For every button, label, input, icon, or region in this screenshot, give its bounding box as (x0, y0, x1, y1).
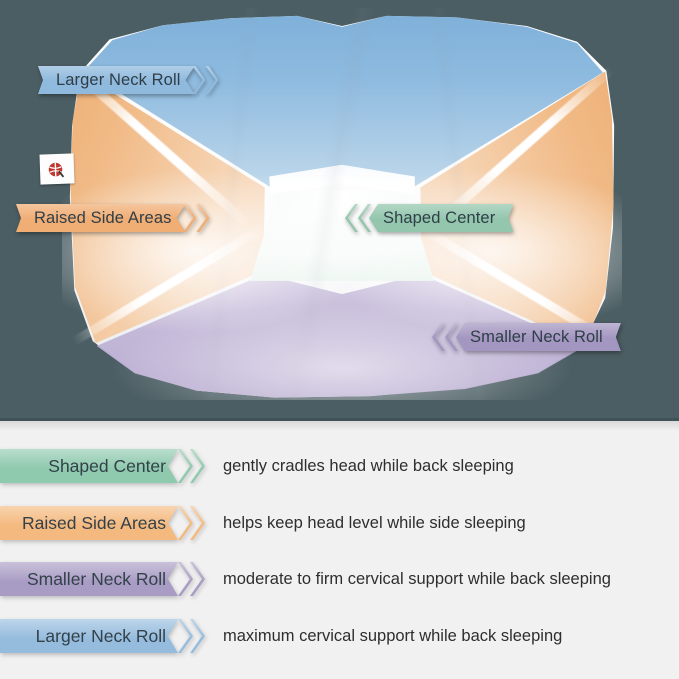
legend-row-shaped-center[interactable]: Shaped Center gently cradles head while … (0, 449, 514, 483)
chevron-left-icon (432, 323, 458, 351)
callout-larger-neck-roll-label: Larger Neck Roll (38, 66, 194, 94)
legend-description-larger-neck-roll: maximum cervical support while back slee… (223, 626, 563, 645)
legend-chip-raised-side-areas-label: Raised Side Areas (0, 506, 178, 540)
callout-raised-side-areas[interactable]: Raised Side Areas (16, 204, 210, 232)
chevron-right-icon (178, 506, 193, 540)
legend-description-raised-side-areas: helps keep head level while side sleepin… (223, 513, 526, 532)
legend-chip-larger-neck-roll-label: Larger Neck Roll (0, 619, 178, 653)
brand-tag (39, 153, 75, 185)
chevron-right-icon (178, 449, 193, 483)
legend-row-smaller-neck-roll[interactable]: Smaller Neck Roll moderate to firm cervi… (0, 562, 611, 596)
legend-chip-raised-side-areas: Raised Side Areas (0, 506, 205, 540)
pillow-photo-panel: Larger Neck Roll Raised Side Areas Shape… (0, 0, 679, 421)
chevron-right-icon (192, 66, 219, 94)
legend-row-larger-neck-roll[interactable]: Larger Neck Roll maximum cervical suppor… (0, 619, 562, 653)
legend-description-shaped-center: gently cradles head while back sleeping (223, 456, 514, 475)
callout-smaller-neck-roll-label: Smaller Neck Roll (456, 323, 621, 351)
callout-raised-side-areas-label: Raised Side Areas (16, 204, 185, 232)
legend-panel: Shaped Center gently cradles head while … (0, 421, 679, 679)
chevron-left-icon (345, 204, 371, 232)
legend-chip-smaller-neck-roll-label: Smaller Neck Roll (0, 562, 178, 596)
chevron-right-icon (183, 204, 210, 232)
callout-shaped-center-label: Shaped Center (369, 204, 513, 232)
callout-shaped-center[interactable]: Shaped Center (345, 204, 513, 232)
legend-chip-smaller-neck-roll: Smaller Neck Roll (0, 562, 205, 596)
chevron-right-icon (178, 562, 193, 596)
legend-description-smaller-neck-roll: moderate to firm cervical support while … (223, 569, 611, 588)
legend-chip-shaped-center-label: Shaped Center (0, 449, 178, 483)
legend-chip-shaped-center: Shaped Center (0, 449, 205, 483)
legend-row-raised-side-areas[interactable]: Raised Side Areas helps keep head level … (0, 506, 526, 540)
brand-logo-icon (48, 162, 65, 178)
callout-smaller-neck-roll[interactable]: Smaller Neck Roll (432, 323, 621, 351)
callout-larger-neck-roll[interactable]: Larger Neck Roll (38, 66, 219, 94)
legend-chip-larger-neck-roll: Larger Neck Roll (0, 619, 205, 653)
chevron-right-icon (178, 619, 193, 653)
